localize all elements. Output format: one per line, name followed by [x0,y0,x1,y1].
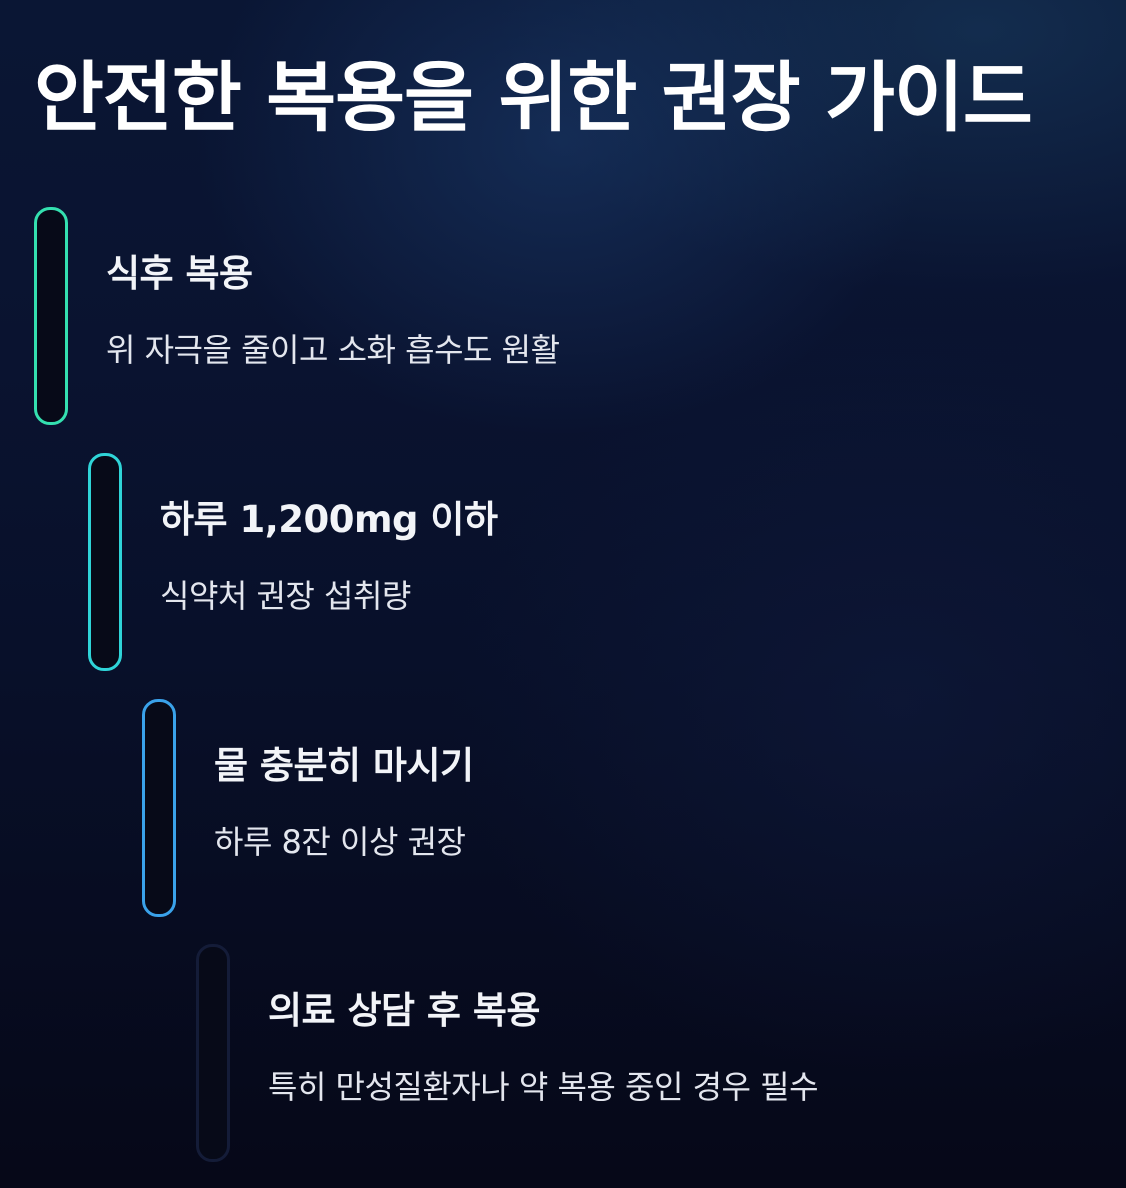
step-description: 식약처 권장 섭취량 [160,577,411,615]
step-indicator-bar [142,699,176,917]
step-heading: 물 충분히 마시기 [214,744,474,787]
step-indicator-bar [88,453,122,671]
step-after-meal: 식후 복용 위 자극을 줄이고 소화 흡수도 원활 [34,207,854,427]
page-title: 안전한 복용을 위한 권장 가이드 [34,53,1033,142]
step-heading: 하루 1,200mg 이하 [160,498,498,541]
step-indicator-bar [34,207,68,425]
step-description: 하루 8잔 이상 권장 [214,823,466,861]
step-indicator-bar [196,944,230,1162]
step-description: 위 자극을 줄이고 소화 흡수도 원활 [106,331,560,369]
step-medical-consult: 의료 상담 후 복용 특히 만성질환자나 약 복용 중인 경우 필수 [196,944,1016,1164]
step-heading: 식후 복용 [106,252,253,295]
step-heading: 의료 상담 후 복용 [268,989,540,1032]
step-description: 특히 만성질환자나 약 복용 중인 경우 필수 [268,1068,819,1106]
step-drink-water: 물 충분히 마시기 하루 8잔 이상 권장 [142,699,962,919]
step-daily-limit: 하루 1,200mg 이하 식약처 권장 섭취량 [88,453,908,673]
